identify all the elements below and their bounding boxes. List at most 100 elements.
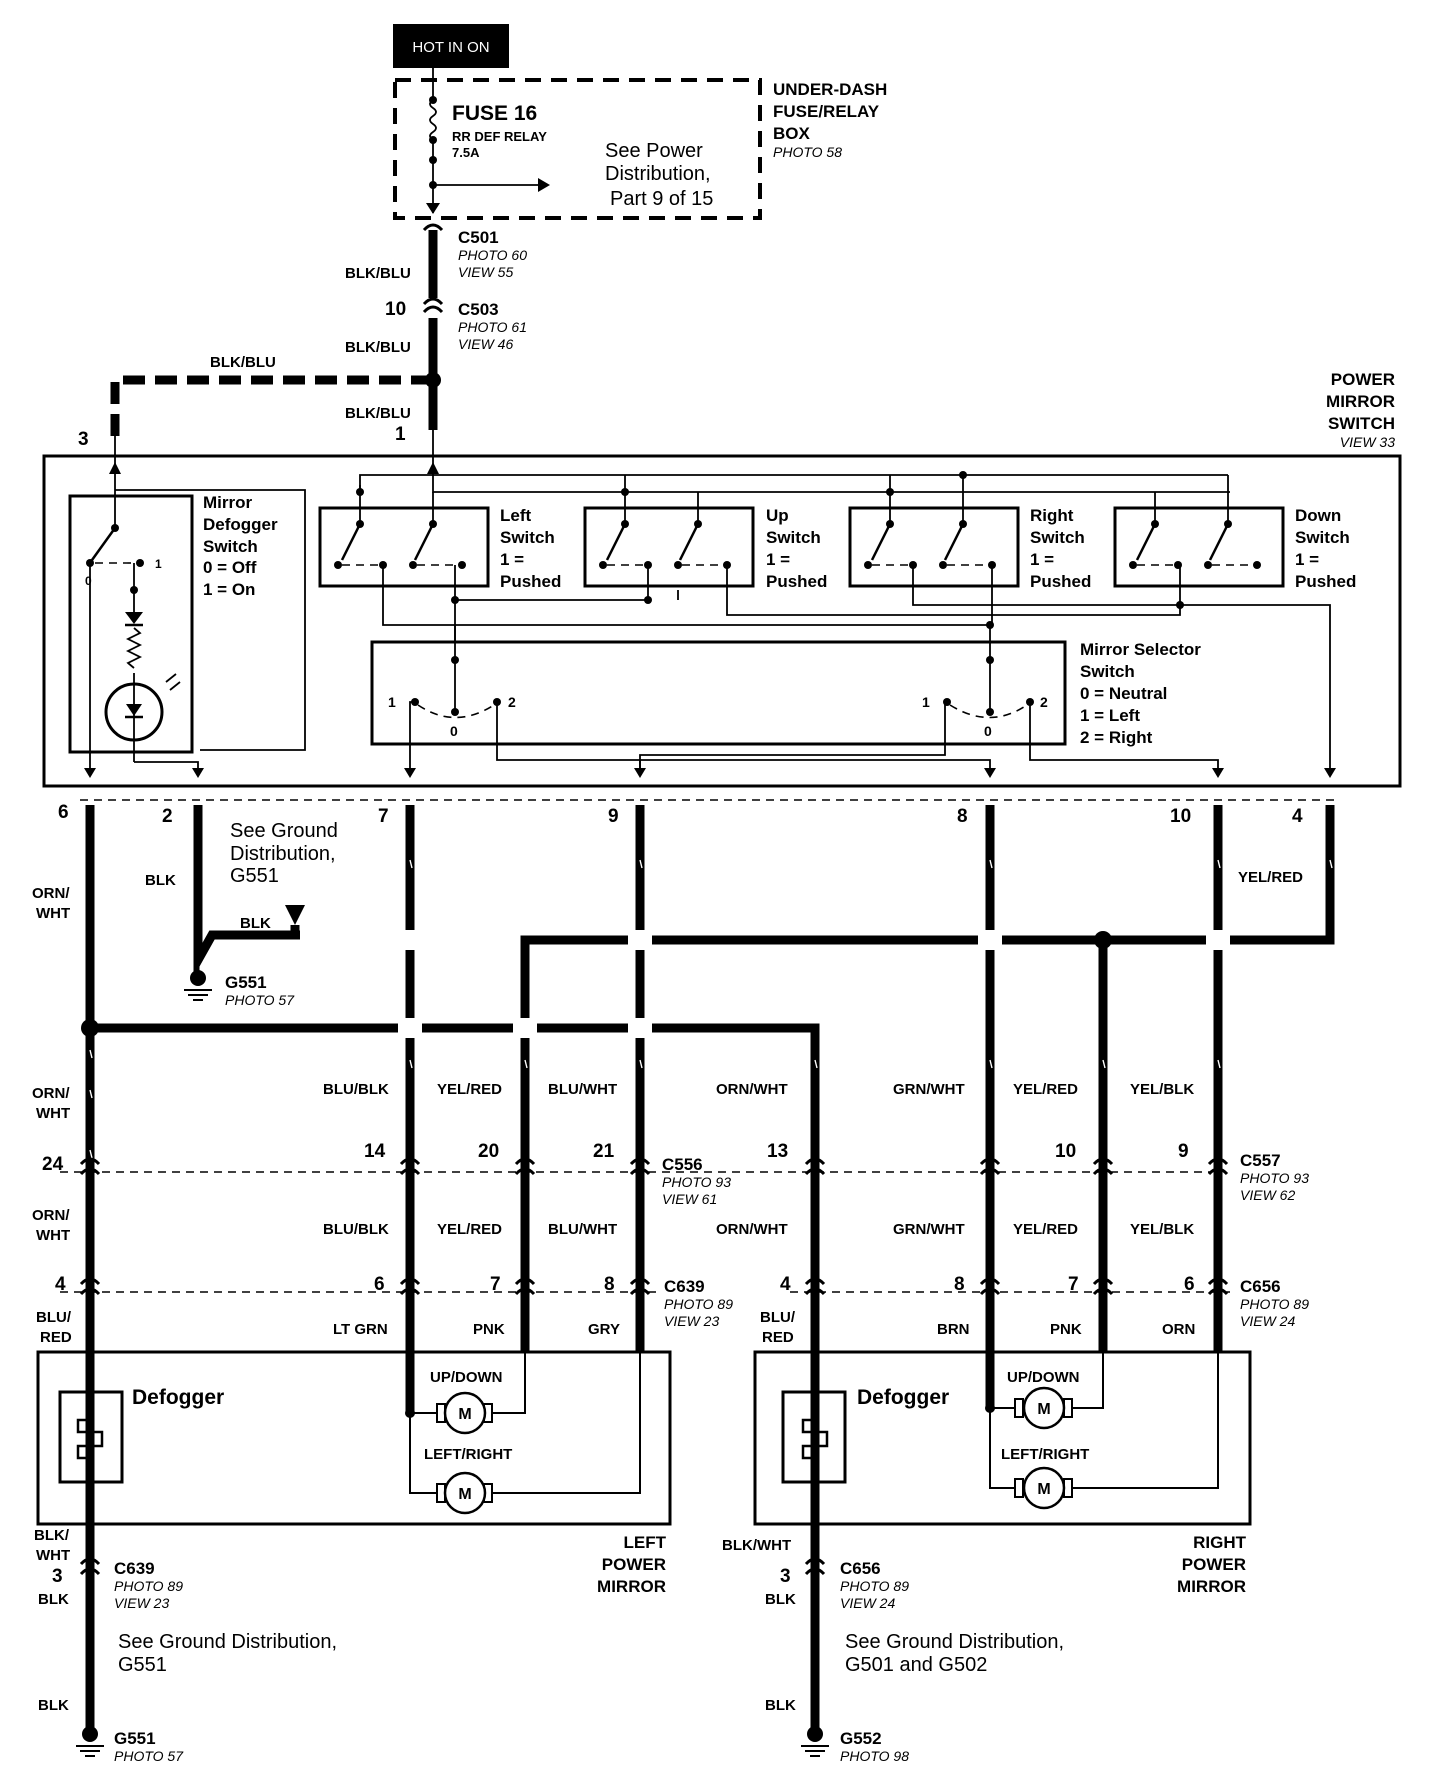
defog-pos-1: 1 [155,557,162,571]
right-switch-4: Pushed [1030,572,1091,591]
selector-1: Mirror Selector [1080,640,1201,659]
wl-blu-wht-2: BLU/WHT [548,1221,617,1238]
wl-orn-wht-1a: ORN/ [32,885,70,902]
c556-view: VIEW 61 [662,1191,717,1207]
down-switch [1113,475,1285,588]
c656-view: VIEW 24 [1240,1313,1295,1329]
wl-orn-wht-2b: WHT [36,1105,70,1122]
fuse-amp: 7.5A [452,145,480,160]
c503-name: C503 [458,300,499,319]
pms-view: VIEW 33 [1340,434,1395,450]
c557-pin-10: 10 [1055,1141,1076,1162]
left-switch-4: Pushed [500,572,561,591]
diode-icon [125,612,143,624]
see-g551-1: See Ground [230,820,338,842]
left-defogger-label: Defogger [132,1386,224,1409]
pin-2: 2 [162,806,173,827]
sel-r-pos-2: 2 [1040,694,1048,710]
left-mirror-label-3: MIRROR [597,1577,666,1596]
fusebox-label-2: FUSE/RELAY [773,102,880,121]
right-switch [848,475,1020,588]
c557-pin-13: 13 [767,1141,788,1162]
see-left-1: See Ground Distribution, [118,1631,337,1653]
right-mirror-label-3: MIRROR [1177,1577,1246,1596]
pin-10: 10 [1170,806,1191,827]
c656-pin-4: 4 [780,1274,791,1295]
left-switch-2: Switch [500,528,555,547]
defogger-switch-4: 0 = Off [203,558,257,577]
sel-r-pos-0: 0 [984,723,992,739]
g552-photo: PHOTO 98 [840,1748,909,1764]
c656-lower-name: C656 [840,1559,881,1578]
g552: G552 [840,1729,882,1748]
right-updown-motor-icon: M [1014,1386,1073,1430]
c639-lower-photo: PHOTO 89 [114,1578,183,1594]
wl-gry: GRY [588,1321,620,1338]
wl-orn-wht-3a: ORN/ [32,1207,70,1224]
left-leftright-label: LEFT/RIGHT [424,1446,512,1463]
c656-pin-3: 3 [780,1566,791,1587]
c503-connector-symbol [422,297,444,314]
wire-label-blk-blu-2: BLK/BLU [345,339,411,356]
see-left-2: G551 [118,1654,167,1676]
right-mirror-label-1: RIGHT [1193,1533,1247,1552]
g551-bottom: G551 [114,1729,156,1748]
fuse-relay-box [393,78,762,220]
see-g551-3: G551 [230,865,279,887]
wl-orn-wht-r2: ORN/WHT [716,1221,788,1238]
wl-orn-wht-2a: ORN/ [32,1085,70,1102]
down-switch-1: Down [1295,506,1341,525]
c556-pin-21: 21 [593,1141,615,1162]
left-leftright-motor-label: M [458,1486,471,1503]
sel-r-pos-1: 1 [922,694,930,710]
c656-photo: PHOTO 89 [1240,1296,1309,1312]
wl-blk-l-1: BLK [38,1591,69,1608]
right-leftright-motor-label: M [1037,1481,1050,1498]
c639-view: VIEW 23 [664,1313,719,1329]
defogger-switch-box [68,494,194,754]
wl-blk-wht-l-a: BLK/ [34,1527,70,1544]
c556-pin-14: 14 [364,1141,386,1162]
c557-pin-9: 9 [1178,1141,1189,1162]
selector-4: 1 = Left [1080,706,1140,725]
c501-name: C501 [458,228,499,247]
left-defogger-element-icon [58,1390,124,1484]
ground-symbol-g551-left [76,1726,104,1757]
wl-orn-wht-r1: ORN/WHT [716,1081,788,1098]
right-switch-1: Right [1030,506,1074,525]
wl-pnk-l: PNK [473,1321,505,1338]
wl-grn-wht-1: GRN/WHT [893,1081,965,1098]
pin-9: 9 [608,806,619,827]
see-right-1: See Ground Distribution, [845,1631,1064,1653]
right-leftright-motor-icon: M [1014,1466,1073,1510]
see-g551-2: Distribution, [230,843,336,865]
wire-label-blk-blu-1: BLK/BLU [345,265,411,282]
wl-blu-red-l-b: RED [40,1329,72,1346]
pin-7: 7 [378,806,389,827]
defogger-switch-5: 1 = On [203,580,255,599]
wl-orn-wht-1b: WHT [36,905,70,922]
pms-title-2: MIRROR [1326,392,1395,411]
selector-5: 2 = Right [1080,728,1153,747]
up-switch-2: Switch [766,528,821,547]
left-power-mirror-box [36,1350,672,1526]
wl-yel-blk-1: YEL/BLK [1130,1081,1194,1098]
wl-yel-red-2: YEL/RED [1013,1081,1078,1098]
wl-lt-grn: LT GRN [333,1321,388,1338]
c639-pin-4: 4 [55,1274,66,1295]
wl-blu-red-r-a: BLU/ [760,1309,796,1326]
c557-view: VIEW 62 [1240,1187,1295,1203]
up-switch-1: Up [766,506,789,525]
c639-pin-7: 7 [490,1274,501,1295]
wl-blu-blk-2: BLU/BLK [323,1221,389,1238]
pin-3-top: 3 [78,429,89,450]
right-power-mirror-box [753,1350,1252,1526]
pin-4: 4 [1292,806,1303,827]
left-updown-label: UP/DOWN [430,1369,503,1386]
wl-yel-red-3: YEL/RED [437,1221,502,1238]
c656-name: C656 [1240,1277,1281,1296]
hot-in-on-label: HOT IN ON [412,39,489,56]
wl-blu-blk-1: BLU/BLK [323,1081,389,1098]
left-switch-3: 1 = [500,550,524,569]
